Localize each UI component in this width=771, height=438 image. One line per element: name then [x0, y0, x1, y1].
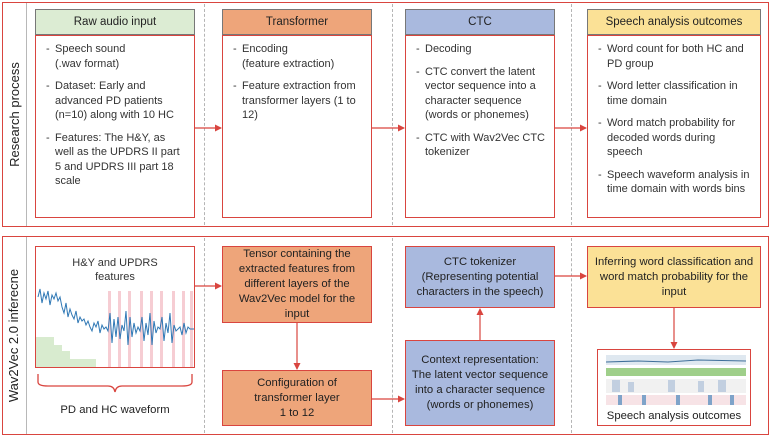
thumbnail-lower-bar: [730, 395, 734, 405]
ctc-list: Decoding CTC convert the latent vector s…: [416, 42, 546, 160]
waveform-signal: [37, 288, 194, 346]
raw-audio-title: Raw audio input: [73, 16, 157, 28]
thumbnail-lower-bars: [618, 395, 734, 405]
raw-audio-item: Speech sound (.wav format): [46, 42, 186, 71]
research-process-label-text: Research process: [6, 62, 22, 167]
thumbnail-bar: [698, 381, 704, 392]
thumbnail-bar: [612, 380, 620, 392]
ctc-header: CTC: [405, 9, 555, 35]
thumbnail-lower-bar: [642, 395, 646, 405]
outcomes-card: Word count for both HC and PD group Word…: [587, 35, 761, 218]
inference-divider-1: [204, 238, 205, 433]
outcomes-list: Word count for both HC and PD group Word…: [598, 42, 752, 197]
ctc-item: Decoding: [416, 42, 546, 57]
pink-band: [140, 291, 143, 367]
thumbnail-bar: [718, 380, 726, 392]
thumbnail-green-band: [606, 368, 746, 376]
ctc-tokenizer-box: CTC tokenizer (Representing potential ch…: [405, 246, 555, 308]
thumbnail-top-line: [605, 359, 747, 363]
pink-band: [108, 291, 111, 367]
hc-step-area: [36, 337, 96, 367]
thumbnail-bars: [612, 380, 726, 392]
transformer-item: Feature extraction from transformer laye…: [233, 79, 363, 123]
outcomes-item: Word letter classification in time domai…: [598, 79, 752, 108]
raw-audio-card: Speech sound (.wav format) Dataset: Earl…: [35, 35, 195, 218]
thumbnail-bar: [668, 380, 675, 392]
config-text: Configuration of transformer layer 1 to …: [254, 376, 340, 419]
outcomes-item: Word match probability for decoded words…: [598, 116, 752, 160]
outcomes-title: Speech analysis outcomes: [605, 16, 743, 28]
transformer-header: Transformer: [222, 9, 372, 35]
waveform-plot: [36, 247, 194, 367]
context-representation-text: Context representation: The latent vecto…: [411, 354, 549, 411]
inference-label: Wav2Vec 2.0 inferecne: [3, 238, 25, 433]
thumbnail-bar: [628, 382, 634, 392]
thumbnail-lower-bar: [708, 395, 712, 405]
outcomes-item: Word count for both HC and PD group: [598, 42, 752, 71]
ctc-item: CTC with Wav2Vec CTC tokenizer: [416, 131, 546, 160]
pink-band: [160, 291, 163, 367]
column-divider-3: [571, 4, 572, 225]
thumbnail-lower-bar: [676, 395, 680, 405]
thumbnail-lower-bar: [618, 395, 622, 405]
transformer-title: Transformer: [265, 16, 329, 28]
context-representation-box: Context representation: The latent vecto…: [405, 340, 555, 426]
inferring-text: Inferring word classification and word m…: [594, 255, 754, 298]
row-label-separator-bottom: [26, 237, 27, 434]
outcomes-thumbnail-caption: Speech analysis outcomes: [598, 408, 750, 425]
ctc-item: CTC convert the latent vector sequence i…: [416, 65, 546, 123]
inferring-box: Inferring word classification and word m…: [587, 246, 761, 308]
raw-audio-item: Dataset: Early and advanced PD patients …: [46, 79, 186, 123]
outcomes-item: Speech waveform analysis in time domain …: [598, 168, 752, 197]
inference-divider-2: [392, 238, 393, 433]
column-divider-2: [392, 4, 393, 225]
outcomes-thumbnail-panel: Speech analysis outcomes: [597, 349, 751, 426]
thumbnail-mid-plot: [606, 379, 746, 393]
thumbnail-top-plot: [606, 355, 746, 365]
waveform-panel: H&Y and UPDRS features: [35, 246, 195, 368]
column-divider-1: [204, 4, 205, 225]
ctc-card: Decoding CTC convert the latent vector s…: [405, 35, 555, 218]
transformer-list: Encoding (feature extraction) Feature ex…: [233, 42, 363, 123]
waveform-title-area: [36, 247, 194, 291]
waveform-title: H&Y and UPDRS features: [72, 257, 158, 283]
raw-audio-item: Features: The H&Y, as well as the UPDRS …: [46, 131, 186, 189]
transformer-card: Encoding (feature extraction) Feature ex…: [222, 35, 372, 218]
inference-label-text: Wav2Vec 2.0 inferecne: [6, 268, 22, 403]
ctc-tokenizer-text: CTC tokenizer (Representing potential ch…: [416, 255, 544, 298]
outcomes-header: Speech analysis outcomes: [587, 9, 761, 35]
ctc-title: CTC: [468, 16, 492, 28]
transformer-item: Encoding (feature extraction): [233, 42, 363, 71]
research-process-label: Research process: [3, 4, 25, 225]
config-box: Configuration of transformer layer 1 to …: [222, 370, 372, 426]
tensor-box: Tensor containing the extracted features…: [222, 246, 372, 323]
raw-audio-header: Raw audio input: [35, 9, 195, 35]
row-label-separator-top: [26, 3, 27, 226]
raw-audio-list: Speech sound (.wav format) Dataset: Earl…: [46, 42, 186, 189]
inference-divider-3: [571, 238, 572, 433]
waveform-caption: PD and HC waveform: [60, 404, 170, 416]
tensor-text: Tensor containing the extracted features…: [238, 248, 356, 320]
